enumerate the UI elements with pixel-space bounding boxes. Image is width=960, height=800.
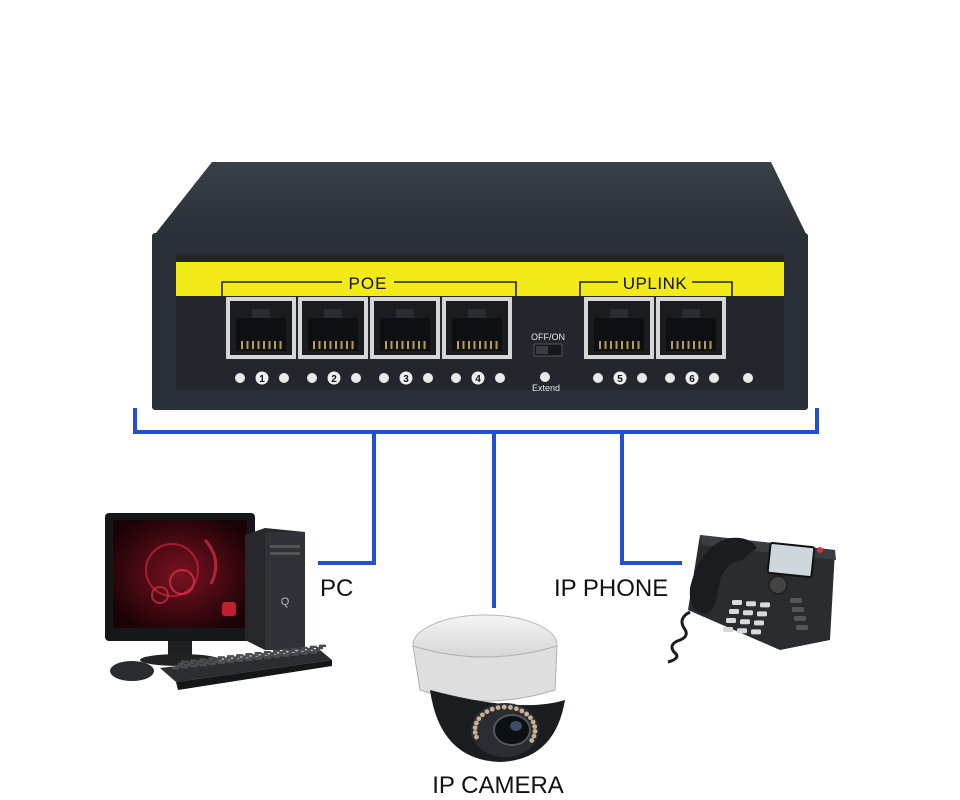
ethernet-port-5[interactable] — [584, 297, 654, 359]
ethernet-port-3[interactable] — [370, 297, 440, 359]
poe-bracket — [221, 281, 517, 296]
poe-label: POE — [349, 274, 388, 293]
port-3-speed-led — [423, 373, 433, 383]
port-indicators: 1 2 3 4 5 6 — [235, 371, 719, 385]
switch-top-surface — [152, 162, 808, 238]
svg-text:Q: Q — [281, 596, 290, 608]
port-3-link-led — [379, 373, 389, 383]
ethernet-port-6[interactable] — [656, 297, 726, 359]
port-3-number-badge — [399, 371, 413, 385]
power-led — [743, 373, 753, 383]
ethernet-port-2[interactable] — [298, 297, 368, 359]
port-2-number-badge — [327, 371, 341, 385]
port-6-speed-led — [709, 373, 719, 383]
port-6-number-badge — [685, 371, 699, 385]
ethernet-port-1[interactable] — [226, 297, 296, 359]
extend-indicator-led — [540, 372, 550, 382]
connection-lines — [133, 408, 819, 608]
uplink-label: UPLINK — [623, 274, 688, 293]
poe-switch: POE UPLINK OFF/ON Extend 1 2 3 4 5 6 — [152, 162, 808, 410]
bus-line — [133, 408, 819, 434]
port-4-number-badge — [471, 371, 485, 385]
desk-phone-icon — [667, 535, 836, 664]
port-6-link-led — [665, 373, 675, 383]
extend-dip-switch[interactable] — [533, 343, 563, 357]
uplink-bracket — [579, 281, 733, 296]
dip-switch-label-bottom: Extend — [532, 383, 560, 393]
port-5-speed-led — [637, 373, 647, 383]
port-6-number: 6 — [689, 374, 695, 385]
pc-label: PC — [320, 575, 353, 602]
port-1-number-badge — [255, 371, 269, 385]
port-4-number: 4 — [475, 374, 481, 385]
port-2-link-led — [307, 373, 317, 383]
port-1-speed-led — [279, 373, 289, 383]
ip-camera-label: IP CAMERA — [432, 772, 564, 799]
port-5-number-badge — [613, 371, 627, 385]
dip-switch-label-top: OFF/ON — [531, 332, 565, 342]
port-5-link-led — [593, 373, 603, 383]
port-4-link-led — [451, 373, 461, 383]
port-2-number: 2 — [331, 374, 337, 385]
port-5-number: 5 — [617, 374, 623, 385]
port-1-link-led — [235, 373, 245, 383]
port-4-speed-led — [495, 373, 505, 383]
dome-camera-icon — [412, 614, 565, 762]
yellow-label-strip — [176, 262, 784, 296]
phone-link-line — [620, 430, 682, 565]
port-1-number: 1 — [259, 374, 265, 385]
ip-phone-label: IP PHONE — [554, 575, 668, 602]
ethernet-ports — [226, 297, 726, 359]
ethernet-port-4[interactable] — [442, 297, 512, 359]
pc-link-line — [318, 430, 376, 565]
port-3-number: 3 — [403, 374, 409, 385]
port-2-speed-led — [351, 373, 361, 383]
desktop-computer-icon: Q — [105, 513, 332, 690]
